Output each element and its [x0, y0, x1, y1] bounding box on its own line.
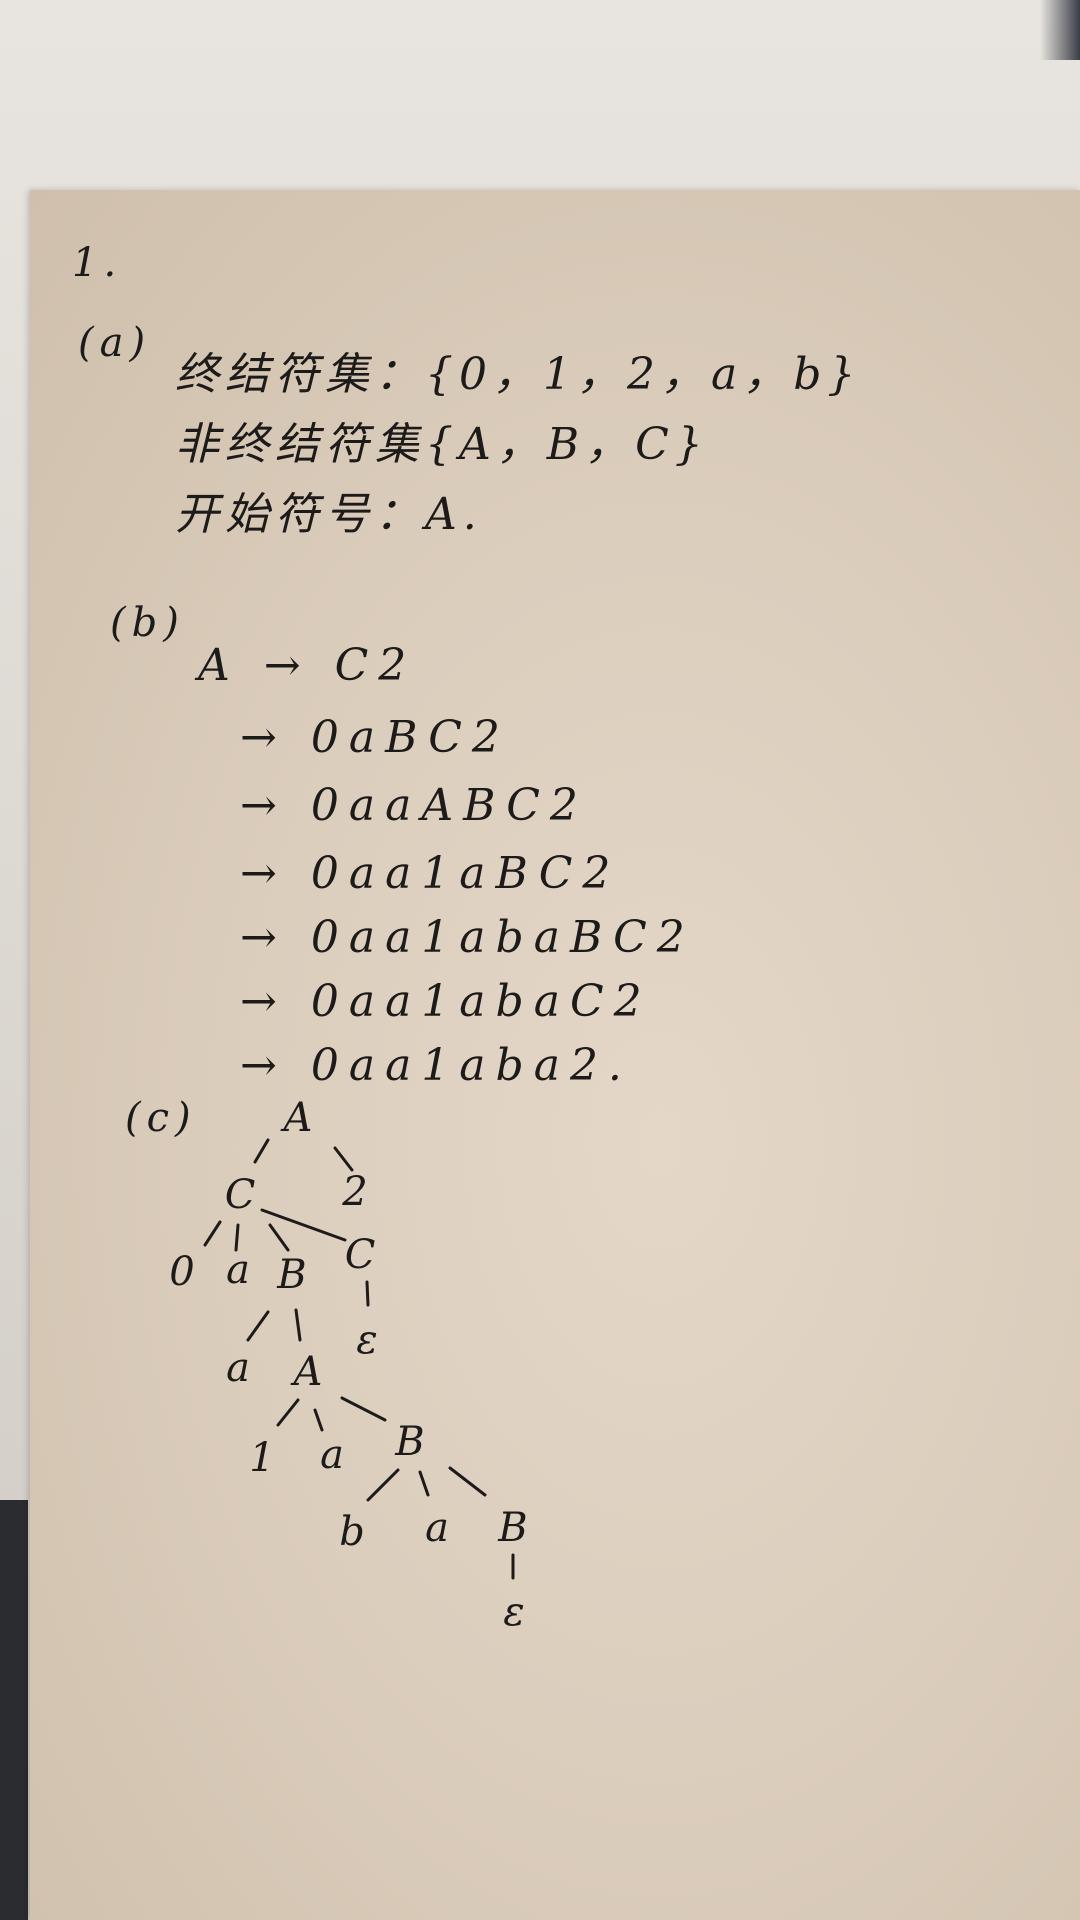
edge-c2-eps1	[365, 1280, 370, 1307]
desk-edge	[0, 1500, 28, 1920]
tree-node-a1: a	[226, 1247, 250, 1293]
derivation-step-2: → 0aBC2	[240, 712, 510, 763]
tree-node-b1: B	[277, 1252, 307, 1298]
edge-root-two	[333, 1146, 354, 1172]
tree-node-one: 1	[249, 1435, 275, 1481]
edge-root-c1	[253, 1138, 270, 1164]
notebook-page	[30, 190, 1080, 1920]
edge-c1-zero	[203, 1220, 222, 1247]
derivation-step-4: → 0aa1aBC2	[240, 848, 621, 899]
derivation-step-6: → 0aa1abaC2	[240, 976, 652, 1027]
derivation-step-7: → 0aa1aba2.	[240, 1040, 632, 1091]
tree-node-b2: B	[395, 1419, 425, 1465]
edge-b2-b3	[448, 1466, 487, 1497]
edge-c1-b1	[268, 1223, 290, 1252]
derivation-step-5: → 0aa1abaBC2	[240, 912, 695, 963]
tree-node-root: A	[283, 1095, 313, 1141]
tree-node-two: 2	[342, 1169, 368, 1215]
tree-node-c2: C	[344, 1232, 376, 1278]
tree-node-a3: a	[320, 1432, 344, 1478]
part-c-label: (c)	[125, 1095, 197, 1141]
edge-b1-a_node	[294, 1308, 302, 1342]
edge-b2-b_leaf	[366, 1468, 400, 1502]
edge-c1-c2	[260, 1208, 347, 1242]
tree-node-epsilon-2: ε	[503, 1589, 525, 1635]
tree-node-b3: B	[498, 1505, 528, 1551]
desk-shadow	[1040, 0, 1080, 60]
edge-c1-a1	[234, 1223, 240, 1252]
edge-b1-a2	[246, 1310, 270, 1342]
tree-node-a-nonterminal: A	[293, 1349, 323, 1395]
start-symbol: 开始符号：A.	[175, 489, 483, 540]
tree-node-c1: C	[224, 1172, 256, 1218]
tree-node-a4: a	[425, 1505, 449, 1551]
edge-b2-a4	[418, 1470, 430, 1497]
tree-node-zero: 0	[169, 1249, 195, 1295]
derivation-step-1: A → C2	[198, 640, 417, 691]
edge-a_node-a3	[313, 1408, 324, 1432]
problem-number: 1.	[72, 240, 123, 286]
edge-a_node-one	[276, 1398, 300, 1427]
tree-node-b-leaf: b	[339, 1509, 365, 1555]
tree-node-epsilon-1: ε	[356, 1317, 378, 1363]
tree-node-a2: a	[226, 1345, 250, 1391]
derivation-step-3: → 0aaABC2	[240, 780, 588, 831]
part-b-label: (b)	[110, 600, 185, 646]
nonterminal-set: 非终结符集{A，B，C}	[175, 419, 709, 470]
edge-a_node-b2	[340, 1396, 387, 1422]
terminal-set: 终结符集：{0，1，2，a，b}	[175, 349, 862, 400]
part-a-label: (a)	[78, 320, 152, 366]
